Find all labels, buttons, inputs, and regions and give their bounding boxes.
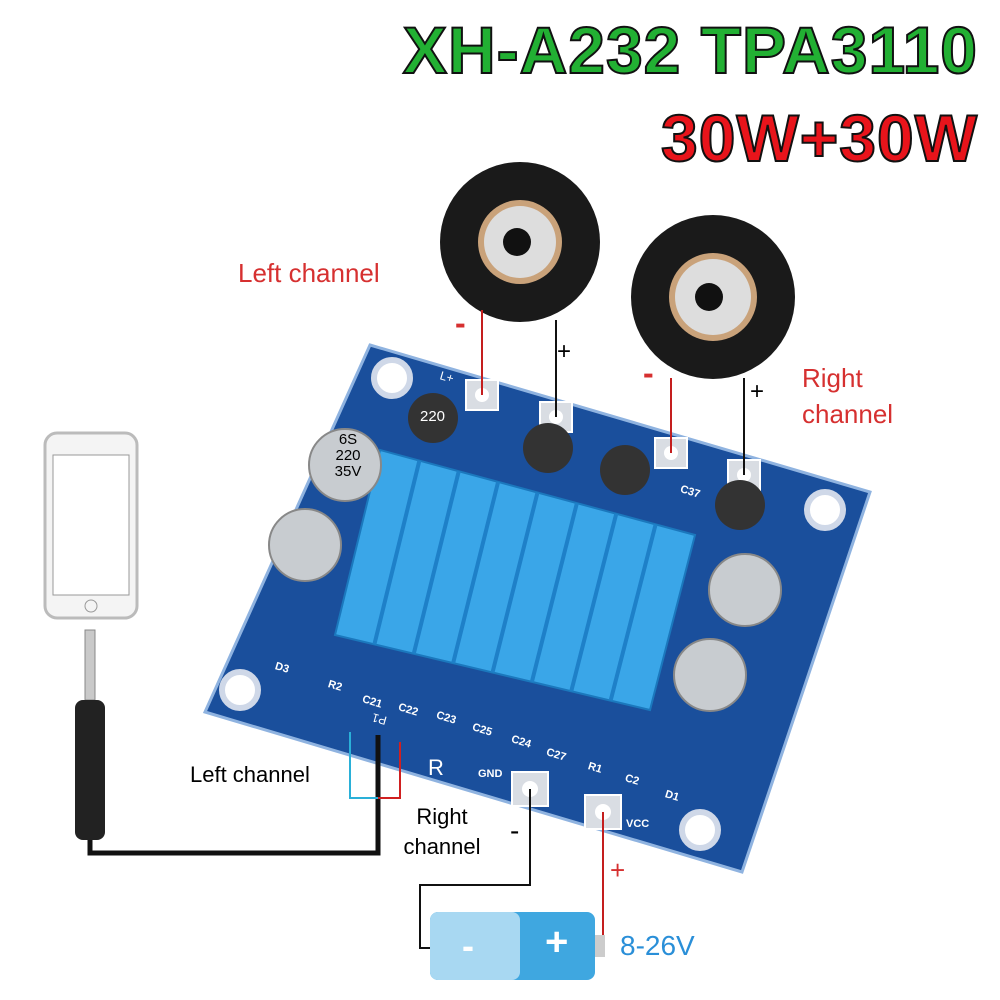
heatsink-fin [490,492,540,673]
voltage-label: 8-26V [620,930,695,961]
phone-icon [43,431,139,620]
inductor-value: 220 [420,408,446,425]
right-speaker [631,215,795,379]
right-minus: - [643,355,654,391]
speaker-right-label: Right channel [802,363,894,429]
battery-minus: - [462,925,474,966]
cap-line-2: 220 [335,447,361,464]
speaker-wires [481,310,745,475]
heatsink-fin [569,513,619,692]
mounting-holes [219,357,846,851]
heatsink-fin [372,460,422,645]
electrolytic-capacitors [268,428,782,712]
power-minus: - [510,815,520,846]
power-title: 30W+30W [660,100,978,176]
heatsink-fin [451,481,501,664]
input-mark-r: R [428,755,444,780]
left-speaker [440,162,600,322]
input-left-label: Left channel [190,762,310,787]
pad-gnd: GND [478,768,503,780]
heatsink-fins [372,460,658,702]
capacitor-label: 6S 220 35V [328,432,368,480]
gnd-wire [419,789,531,949]
battery-icon [430,912,605,980]
input-right-label: Right channel [403,804,481,859]
right-plus: + [750,378,765,405]
heatsink-fin [411,470,461,655]
audio-jack [75,629,381,856]
cap-line-1: 6S [338,431,358,448]
heatsink-fin [529,502,579,683]
power-plus: + [610,855,626,885]
cap-line-3: 35V [334,463,362,480]
battery-plus: + [545,920,569,964]
speaker-left-label: Left channel [238,258,380,288]
heatsink-fin [608,523,658,702]
inductors [408,393,765,530]
input-wires [349,732,401,799]
left-plus: + [557,338,572,365]
pad-vcc: VCC [626,818,650,830]
model-title: XH-A232 TPA3110 [402,12,978,88]
left-minus: - [455,305,466,341]
